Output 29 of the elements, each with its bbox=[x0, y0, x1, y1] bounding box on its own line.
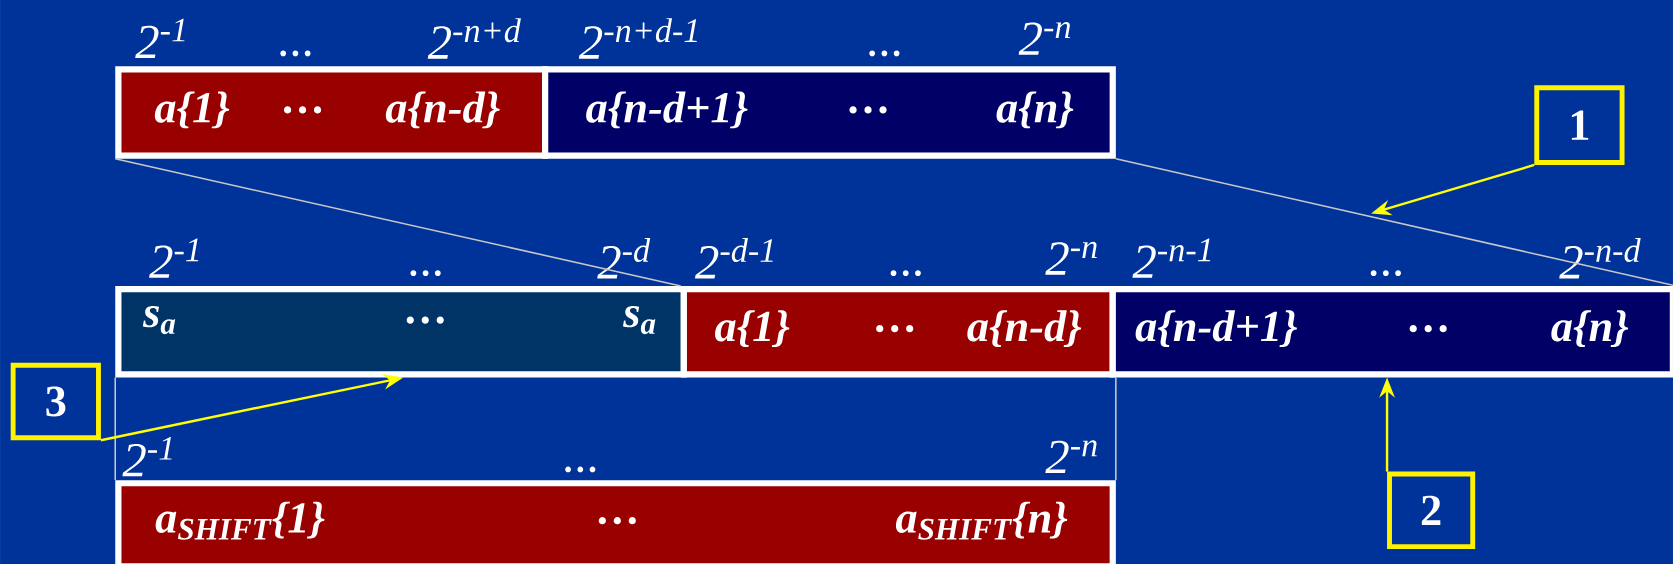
mapping-line bbox=[114, 157, 682, 287]
mapping-line bbox=[114, 376, 116, 481]
ellipsis: ... bbox=[869, 50, 900, 57]
callout-number: 1 bbox=[1534, 85, 1625, 165]
register-box: a{n-d+1} … a{n} bbox=[1109, 285, 1673, 378]
register-box: s$_{a}$ … s$_{a}$ bbox=[115, 285, 687, 378]
bit-weight-label: 2$^{-n}$ bbox=[1018, 21, 1071, 55]
callout-number: 2 bbox=[1387, 471, 1476, 549]
bit-weight-label: 2$^{-1}$ bbox=[149, 238, 199, 278]
bit-weight-label: 2$^{-n}$ bbox=[1045, 241, 1097, 275]
bit-weight-label: 2$^{-n+d}$ bbox=[427, 18, 521, 59]
ellipsis: ... bbox=[280, 50, 311, 57]
register-box: a{1} … a{n-d} bbox=[680, 285, 1116, 378]
ellipsis: ... bbox=[565, 466, 596, 473]
bit-weight-label: 2$^{-1}$ bbox=[122, 436, 172, 477]
callout-number: 3 bbox=[10, 362, 101, 441]
ellipsis: ... bbox=[410, 270, 441, 276]
bit-weight-label: 2$^{-1}$ bbox=[135, 18, 185, 58]
bit-weight-label: 2$^{-n+d-1}$ bbox=[578, 18, 697, 59]
register-box: a{1} … a{n-d} bbox=[115, 65, 549, 159]
register-box: a{n-d+1} … a{n} bbox=[542, 65, 1116, 159]
ellipsis: ... bbox=[1370, 270, 1401, 276]
mapping-line bbox=[1115, 157, 1673, 287]
bit-weight-label: 2$^{-d-1}$ bbox=[694, 237, 773, 279]
register-box: a$_{SHIFT}${1} … a$_{SHIFT}${n} bbox=[115, 479, 1116, 564]
bit-weight-label: 2$^{-n-1}$ bbox=[1132, 238, 1211, 278]
ellipsis: ... bbox=[890, 270, 921, 276]
mapping-line bbox=[1115, 376, 1117, 481]
bit-weight-label: 2$^{-n}$ bbox=[1045, 440, 1097, 473]
